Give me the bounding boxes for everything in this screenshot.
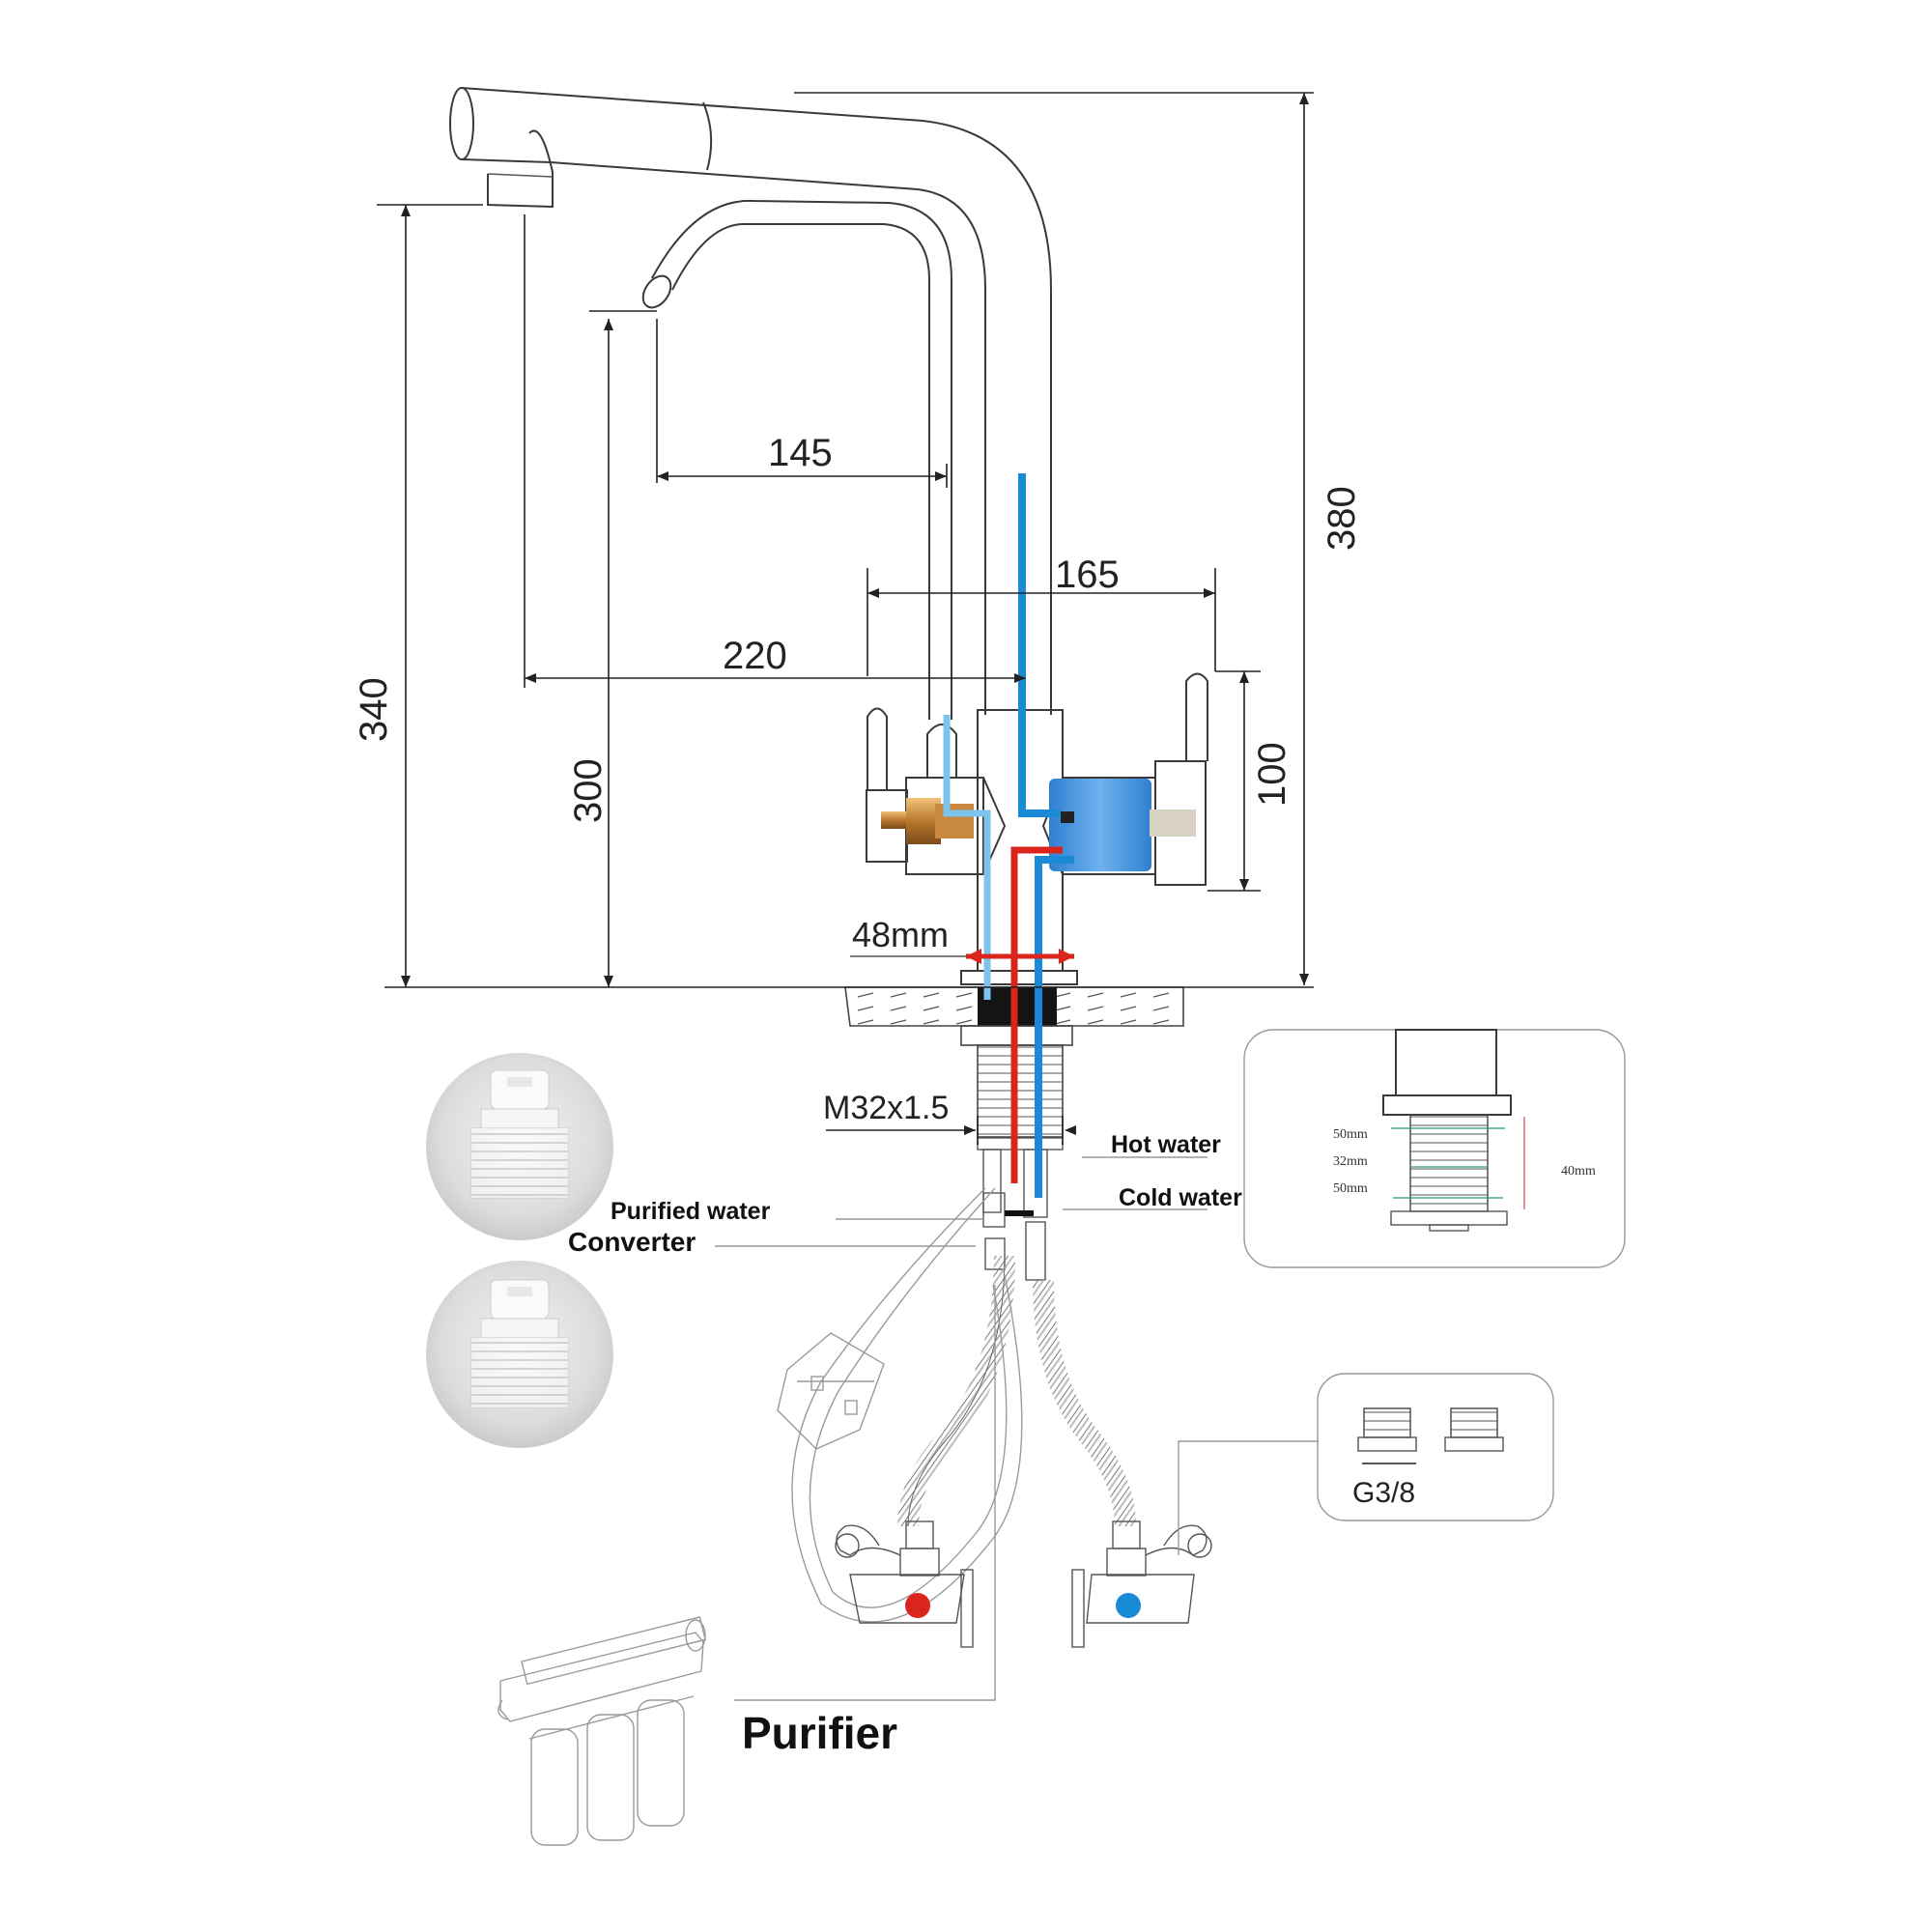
dim-48mm: 48mm [852, 915, 949, 954]
hot-indicator [905, 1593, 930, 1618]
detail-50mm-bottom: 50mm [1333, 1181, 1368, 1196]
converter-photo-top [426, 1053, 613, 1240]
flow-lines [943, 473, 1074, 1198]
dimension-lines [377, 92, 1319, 1701]
purifier-illustration [497, 1616, 707, 1846]
dim-100: 100 [1251, 742, 1293, 807]
supply-hoses [777, 1187, 1136, 1623]
hot-water-label: Hot water [1111, 1131, 1221, 1158]
cold-indicator [1116, 1593, 1141, 1618]
dim-300: 300 [567, 758, 610, 823]
faucet-outline [449, 87, 1208, 1281]
converter-label: Converter [568, 1227, 696, 1257]
hot-angle-valve [835, 1520, 974, 1648]
detail-50mm-top: 50mm [1333, 1127, 1368, 1142]
purified-water-label: Purified water [611, 1198, 771, 1225]
ceramic-cartridge [1049, 779, 1151, 871]
g38-label: G3/8 [1352, 1477, 1415, 1509]
detail-32mm: 32mm [1333, 1154, 1368, 1169]
cold-water-label: Cold water [1119, 1184, 1242, 1211]
cold-angle-valve [1071, 1520, 1212, 1648]
dim-145: 145 [768, 432, 833, 474]
brass-cartridge [881, 811, 910, 829]
detail-40mm: 40mm [1561, 1164, 1596, 1179]
purifier-label: Purifier [742, 1708, 897, 1758]
dim-thread: M32x1.5 [823, 1090, 949, 1126]
dim-220: 220 [723, 635, 787, 677]
dim-165: 165 [1055, 554, 1120, 596]
converter-photo-bottom [426, 1261, 613, 1448]
g38-connector-box: G3/8 [1317, 1373, 1554, 1521]
shank-detail-box: 50mm 32mm 50mm 40mm [1243, 1029, 1626, 1268]
dim-380: 380 [1321, 486, 1363, 551]
dim-340: 340 [353, 677, 395, 742]
